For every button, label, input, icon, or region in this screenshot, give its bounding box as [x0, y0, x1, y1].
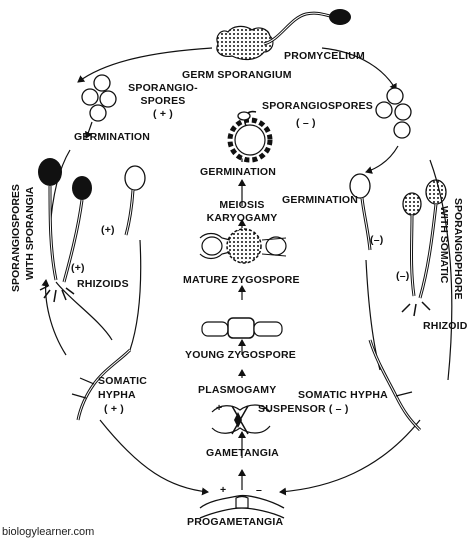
sporangiophore-with-somatic-label-line1: SPORANGIOPHORE: [452, 198, 464, 300]
arrow-germ-to-spores-left: [77, 47, 213, 83]
arrow-spores-to-germination-left: [85, 121, 93, 139]
sporangiospores-plus-label-line2: SPORES: [140, 95, 186, 107]
somatic-hypha-right-label: SOMATIC HYPHA: [298, 389, 388, 401]
sporangiophores-right-figure: [401, 179, 447, 317]
sporangiophore-with-somatic-label-line2: WITH SOMATIC: [438, 206, 450, 284]
sporangiospores-minus-label: SPORANGIOSPORES: [262, 100, 373, 112]
plus-sign-left-sporangia: (+): [71, 262, 85, 274]
germ-sporangium-label: GERM SPORANGIUM: [182, 69, 292, 81]
gametangia-label: GAMETANGIA: [206, 447, 279, 459]
rhizoid-label: RHIZOID: [423, 320, 468, 332]
arrow-hypha-left-down: [99, 419, 209, 496]
minus-sign-right-spore: (–): [370, 234, 384, 246]
mature-zygospore-label: MATURE ZYGOSPORE: [183, 274, 300, 286]
sporangiospores-with-sporangia-label-line2: WITH SPORANGIA: [24, 186, 36, 280]
germination-left-label: GERMINATION: [74, 131, 151, 143]
sporangiophores-left-figure: [38, 158, 113, 341]
young-zygospore-label: YOUNG ZYGOSPORE: [185, 349, 296, 361]
germ-sporangium-figure: [216, 9, 351, 61]
arrow-germination-right-down: [365, 259, 381, 371]
sporangiospores-left-figure: [81, 74, 117, 122]
germination-right-label: GERMINATION: [282, 194, 359, 206]
sporangiospores-plus-label-line1: SPORANGIO-: [128, 82, 198, 94]
somatic-hypha-left-label-line1: SOMATIC: [98, 375, 148, 387]
somatic-hypha-left-figure: [71, 348, 132, 421]
sporangiospores-with-sporangia-label-line1: SPORANGIOSPORES: [10, 184, 22, 292]
mature-zygospore-figure: [199, 228, 287, 264]
somatic-hypha-left-label-line3: ( + ): [104, 403, 124, 415]
gametangia-minus-mark: –: [262, 402, 269, 414]
gametangia-figure: [211, 404, 271, 435]
meiosis-label: MEIOSIS: [219, 199, 265, 211]
progametangia-label: PROGAMETANGIA: [187, 516, 284, 528]
young-zygospore-figure: [201, 317, 283, 339]
karyogamy-label: KARYOGAMY: [206, 212, 278, 224]
credit-text: biologylearner.com: [2, 526, 95, 538]
arrow-hypha-right-down: [279, 419, 421, 496]
promycelium-label: PROMYCELIUM: [284, 50, 365, 62]
progametangia-plus-mark: +: [220, 484, 227, 496]
progametangia-figure: [199, 494, 285, 519]
gametangia-plus-mark: +: [216, 402, 223, 414]
germinating-spore-left-figure: [124, 165, 146, 236]
arrow-germination-left-down: [129, 239, 142, 351]
suspensor-label: SUSPENSOR ( – ): [258, 403, 349, 415]
germination-center-label: GERMINATION: [200, 166, 277, 178]
somatic-hypha-right-figure: [368, 339, 422, 432]
germinating-spore-right-figure: [349, 173, 372, 251]
plasmogamy-label: PLASMOGAMY: [198, 384, 277, 396]
arrow-germ-to-spores-right: [321, 47, 397, 91]
progametangia-minus-mark: –: [256, 484, 263, 496]
sporangiospores-plus-label-line3: ( + ): [153, 108, 173, 120]
rhizoids-label: RHIZOIDS: [77, 278, 129, 290]
germinating-zygospore-figure: [227, 110, 273, 163]
minus-sign-right-sporangia: (–): [396, 270, 410, 282]
plus-sign-left-spore: (+): [101, 224, 115, 236]
sporangiospores-right-figure: [375, 87, 412, 139]
somatic-hypha-left-label-line2: HYPHA: [98, 389, 136, 401]
arrow-spores-to-germination-right: [365, 145, 399, 174]
arrow-hypha-left-up: [41, 279, 67, 356]
sporangiospores-minus-sign: ( – ): [296, 117, 316, 129]
